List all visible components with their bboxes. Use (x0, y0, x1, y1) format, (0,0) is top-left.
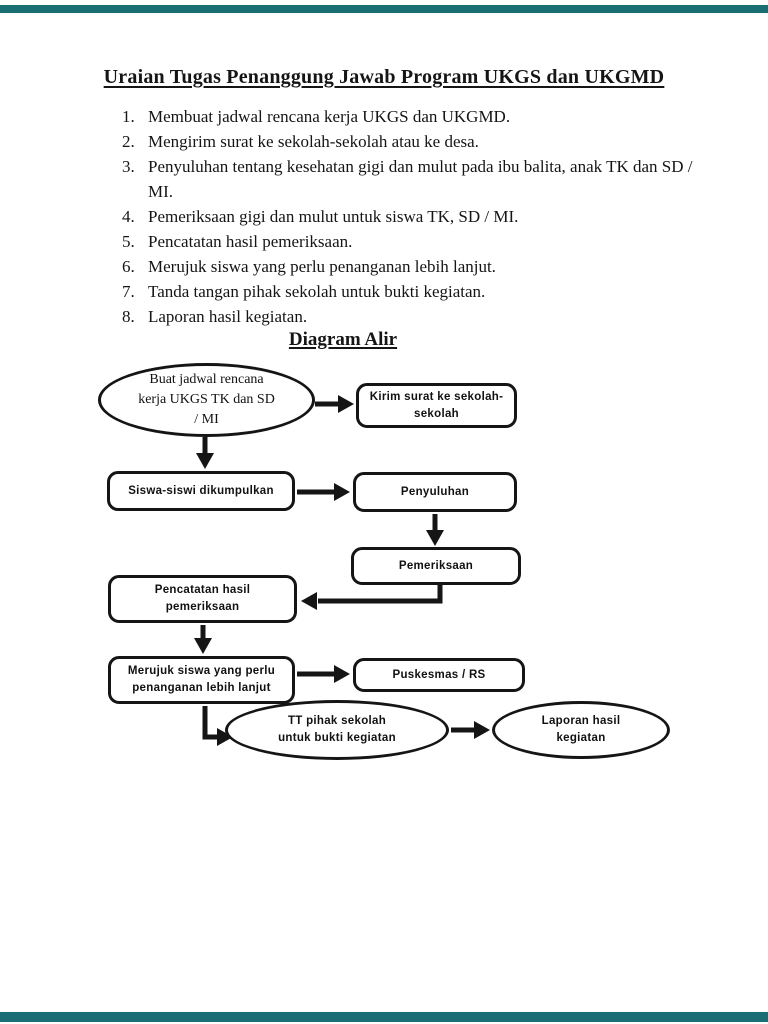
flow-node-merujuk: Merujuk siswa yang perlu penanganan lebi… (108, 656, 295, 704)
list-item: 7. Tanda tangan pihak sekolah untuk bukt… (122, 279, 700, 304)
flow-node-line: kegiatan (556, 732, 606, 744)
flow-node-laporan: Laporan hasil kegiatan (492, 701, 670, 759)
list-item: 2. Mengirim surat ke sekolah-sekolah ata… (122, 129, 700, 154)
list-item: 8. Laporan hasil kegiatan. (122, 304, 700, 329)
flow-node-line: Siswa-siswi dikumpulkan (128, 484, 274, 497)
list-item-text: Pemeriksaan gigi dan mulut untuk siswa T… (148, 207, 519, 226)
flow-node-line: Kirim surat ke sekolah- (369, 390, 504, 403)
top-divider-bar (0, 5, 768, 13)
flow-node-line: Penyuluhan (400, 485, 470, 498)
list-item-text: Penyuluhan tentang kesehatan gigi dan mu… (148, 157, 693, 201)
flow-node-line: pemeriksaan (165, 601, 240, 613)
flow-node-line: Pemeriksaan (398, 559, 474, 572)
list-item-text: Membuat jadwal rencana kerja UKGS dan UK… (148, 107, 511, 126)
flow-node-kirim-surat: Kirim surat ke sekolah- sekolah (356, 383, 517, 428)
flow-node-pemeriksaan: Pemeriksaan (351, 547, 521, 585)
list-item: 6. Merujuk siswa yang perlu penanganan l… (122, 254, 700, 279)
flow-node-siswa-dikumpulkan: Siswa-siswi dikumpulkan (107, 471, 295, 511)
arrow-buat-jadwal-to-siswa-dikumpulkan (196, 437, 214, 469)
arrow-tt-sekolah-to-laporan (451, 721, 490, 739)
flow-node-buat-jadwal: Buat jadwal rencana kerja UKGS TK dan SD… (98, 363, 315, 437)
list-item: 1. Membuat jadwal rencana kerja UKGS dan… (122, 104, 700, 129)
list-item-number: 5. (122, 232, 135, 251)
list-item-text: Laporan hasil kegiatan. (148, 307, 308, 326)
flow-node-line: TT pihak sekolah (287, 715, 387, 727)
flow-node-pencatatan: Pencatatan hasil pemeriksaan (108, 575, 297, 623)
list-item-number: 3. (122, 157, 135, 176)
bottom-divider-bar (0, 1012, 768, 1022)
task-list: 1. Membuat jadwal rencana kerja UKGS dan… (122, 104, 700, 329)
list-item-number: 1. (122, 107, 135, 126)
list-item: 4. Pemeriksaan gigi dan mulut untuk sisw… (122, 204, 700, 229)
flow-node-line: / MI (194, 412, 219, 427)
list-item-number: 7. (122, 282, 135, 301)
diagram-heading: Diagram Alir (0, 329, 686, 351)
diagram-heading-text: Diagram Alir (288, 329, 398, 350)
page-title: Uraian Tugas Penanggung Jawab Program UK… (0, 66, 768, 89)
list-item-number: 2. (122, 132, 135, 151)
arrow-penyuluhan-to-pemeriksaan (426, 514, 444, 546)
flow-node-puskesmas: Puskesmas / RS (353, 658, 525, 692)
arrow-pemeriksaan-to-pencatatan (301, 585, 443, 610)
arrow-merujuk-to-puskesmas (297, 665, 350, 683)
list-item-text: Tanda tangan pihak sekolah untuk bukti k… (148, 282, 486, 301)
arrow-pencatatan-to-merujuk (194, 625, 212, 654)
flow-node-line: Merujuk siswa yang perlu (127, 665, 276, 677)
list-item-text: Pencatatan hasil pemeriksaan. (148, 232, 353, 251)
flow-node-line: Buat jadwal rencana (149, 372, 264, 387)
flow-node-line: kerja UKGS TK dan SD (138, 392, 275, 407)
flow-node-line: Pencatatan hasil (154, 584, 251, 596)
page-title-text: Uraian Tugas Penanggung Jawab Program UK… (103, 66, 665, 88)
flow-node-line: Laporan hasil (541, 715, 621, 727)
flow-node-line: Puskesmas / RS (392, 668, 486, 681)
flow-node-line: penanganan lebih lanjut (132, 682, 271, 694)
flow-node-tt-sekolah: TT pihak sekolah untuk bukti kegiatan (225, 700, 449, 760)
list-item: 5. Pencatatan hasil pemeriksaan. (122, 229, 700, 254)
list-item-text: Mengirim surat ke sekolah-sekolah atau k… (148, 132, 479, 151)
flow-node-penyuluhan: Penyuluhan (353, 472, 517, 512)
list-item-text: Merujuk siswa yang perlu penanganan lebi… (148, 257, 496, 276)
flow-node-line: sekolah (414, 407, 459, 420)
flow-node-line: untuk bukti kegiatan (278, 732, 396, 744)
list-item-number: 4. (122, 207, 135, 226)
list-item-number: 8. (122, 307, 135, 326)
list-item: 3. Penyuluhan tentang kesehatan gigi dan… (122, 154, 700, 204)
arrow-buat-jadwal-to-kirim-surat (315, 395, 354, 413)
arrow-siswa-dikumpulkan-to-penyuluhan (297, 483, 350, 501)
list-item-number: 6. (122, 257, 135, 276)
